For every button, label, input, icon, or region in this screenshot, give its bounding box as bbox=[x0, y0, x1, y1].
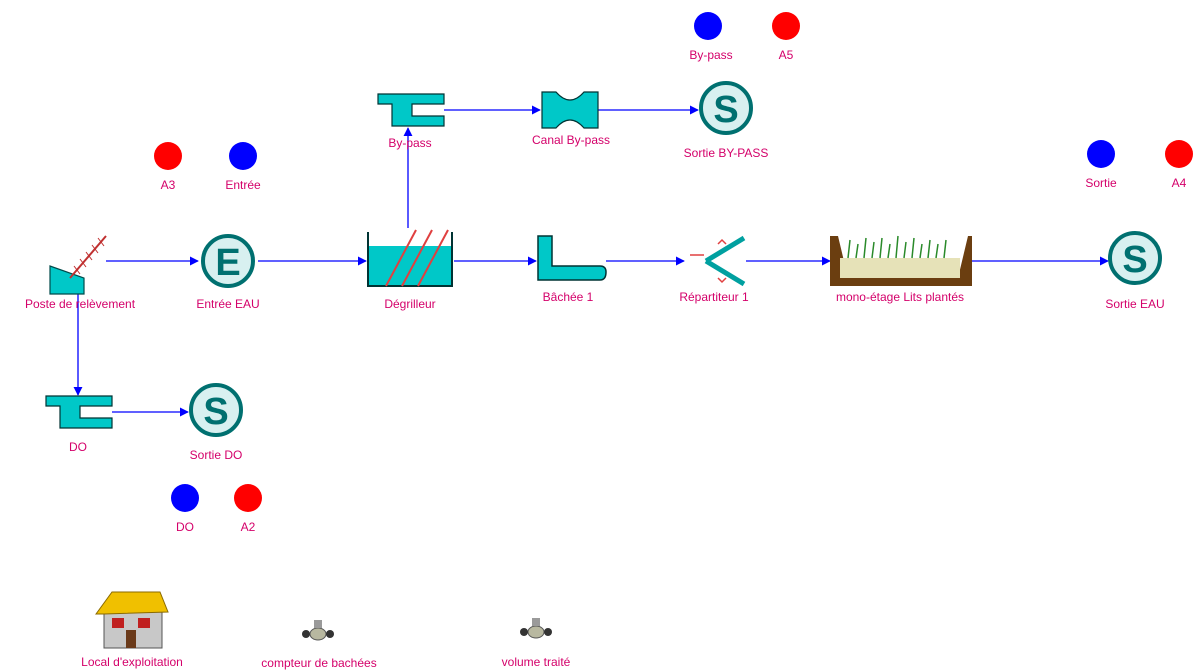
compteur-bachees-icon[interactable] bbox=[302, 620, 334, 641]
sortie-bypass-icon[interactable]: S bbox=[699, 81, 753, 135]
marker-a3-dot[interactable] bbox=[154, 142, 182, 170]
marker-a3-label: A3 bbox=[160, 178, 176, 192]
poste-relevement-label: Poste de relèvement bbox=[24, 297, 136, 311]
sortie-do-icon[interactable]: S bbox=[189, 383, 243, 437]
svg-text:S: S bbox=[713, 89, 738, 131]
lits-plantes-icon[interactable] bbox=[830, 235, 972, 286]
marker-bypass-label: By-pass bbox=[689, 48, 733, 62]
compteur-bachees-label: compteur de bachées bbox=[261, 656, 377, 670]
marker-a4-dot[interactable] bbox=[1165, 140, 1193, 168]
lits-plantes-label: mono-étage Lits plantés bbox=[835, 290, 965, 304]
marker-bypass-dot[interactable] bbox=[694, 12, 722, 40]
entree-eau-icon[interactable]: E bbox=[201, 234, 255, 288]
bachee-label: Bâchée 1 bbox=[542, 290, 594, 304]
entree-eau-label: Entrée EAU bbox=[196, 297, 260, 311]
degrilleur-label: Dégrilleur bbox=[384, 297, 436, 311]
pipes bbox=[73, 105, 1109, 417]
svg-text:S: S bbox=[203, 391, 228, 433]
poste-relevement-icon[interactable] bbox=[49, 235, 107, 295]
degrilleur-icon[interactable] bbox=[367, 229, 453, 287]
marker-do-dot[interactable] bbox=[171, 484, 199, 512]
marker-a5-label: A5 bbox=[778, 48, 794, 62]
marker-entree-dot[interactable] bbox=[229, 142, 257, 170]
volume-traite-icon[interactable] bbox=[520, 618, 552, 639]
sortie-do-label: Sortie DO bbox=[189, 448, 243, 462]
marker-a5-dot[interactable] bbox=[772, 12, 800, 40]
marker-sortie-dot[interactable] bbox=[1087, 140, 1115, 168]
local-exploitation-label: Local d'exploitation bbox=[81, 655, 183, 669]
bachee-icon[interactable] bbox=[537, 235, 607, 281]
canal-bypass-icon[interactable] bbox=[541, 91, 599, 129]
marker-a2-dot[interactable] bbox=[234, 484, 262, 512]
sortie-bypass-label: Sortie BY-PASS bbox=[683, 146, 769, 160]
canal-bypass-label: Canal By-pass bbox=[531, 133, 611, 147]
volume-traite-label: volume traité bbox=[501, 655, 571, 669]
marker-a2-label: A2 bbox=[240, 520, 256, 534]
marker-entree-label: Entrée bbox=[225, 178, 261, 192]
do-weir-icon[interactable] bbox=[45, 395, 113, 429]
repartiteur-label: Répartiteur 1 bbox=[679, 290, 749, 304]
do-label: DO bbox=[69, 440, 87, 454]
marker-a4-label: A4 bbox=[1171, 176, 1187, 190]
marker-sortie-label: Sortie bbox=[1085, 176, 1117, 190]
sortie-eau-icon[interactable]: S bbox=[1108, 231, 1162, 285]
sortie-eau-label: Sortie EAU bbox=[1105, 297, 1165, 311]
svg-text:S: S bbox=[1122, 239, 1147, 281]
repartiteur-icon[interactable] bbox=[690, 235, 746, 287]
marker-do-label: DO bbox=[176, 520, 194, 534]
svg-text:E: E bbox=[215, 242, 240, 284]
local-exploitation-icon[interactable] bbox=[95, 591, 169, 649]
bypass-weir-icon[interactable] bbox=[377, 93, 445, 127]
bypass-label: By-pass bbox=[388, 136, 432, 150]
